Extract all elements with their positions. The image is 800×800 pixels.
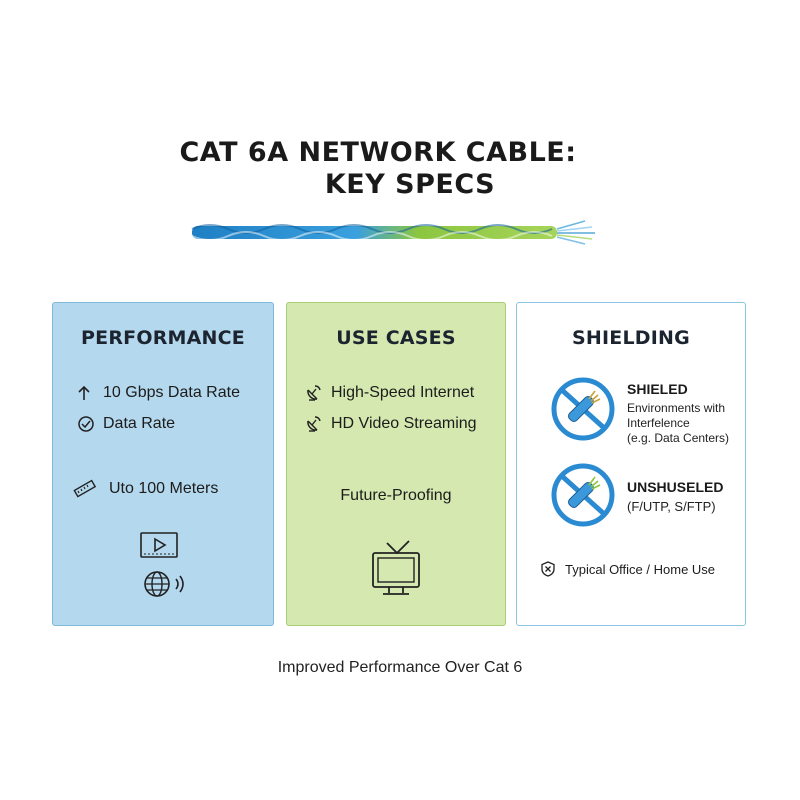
shielding-title: SHIELDING	[572, 327, 690, 349]
use-case-item-label: HD Video Streaming	[331, 415, 477, 432]
tv-icon	[372, 540, 420, 595]
use-cases-title: USE CASES	[336, 327, 456, 349]
use-cases-panel: USE CASES High-Speed Internet HD Video S…	[286, 302, 506, 626]
performance-panel: PERFORMANCE 10 Gbps Data Rate Data Rate …	[52, 302, 274, 626]
future-proofing-label: Future-Proofing	[340, 487, 452, 504]
performance-item-label: Data Rate	[103, 415, 176, 432]
shielding-panel: SHIELDING SHIELED Environments with Inte…	[516, 302, 746, 626]
shielded-cable-icon	[551, 377, 615, 441]
satellite-dish-icon	[305, 415, 331, 433]
footer-note: Improved Performance Over Cat 6	[277, 659, 523, 676]
performance-item-label: 10 Gbps Data Rate	[103, 384, 240, 401]
typical-use-label: Typical Office / Home Use	[565, 561, 716, 577]
unshielded-cable-icon	[551, 463, 615, 527]
performance-title: PERFORMANCE	[81, 327, 245, 349]
performance-item-data-rate: 10 Gbps Data Rate	[77, 384, 240, 402]
unshielded-desc: (F/UTP, S/FTP)	[627, 499, 716, 514]
unshielded-label: UNSHUSELED	[627, 479, 724, 495]
typical-use-row: Typical Office / Home Use	[541, 561, 715, 577]
gauge-icon	[77, 415, 103, 433]
shielded-desc-2: Interfelence	[627, 416, 690, 430]
performance-item-gauge: Data Rate	[77, 415, 175, 433]
ruler-icon	[73, 478, 109, 500]
performance-item-label: Uto 100 Meters	[109, 480, 219, 497]
shielded-desc-1: Environments with	[627, 401, 726, 415]
use-case-item-internet: High-Speed Internet	[305, 384, 474, 402]
shielded-label: SHIELED	[627, 381, 688, 397]
globe-wireless-icon	[144, 571, 184, 597]
page-title-line-2: KEY SPECS	[324, 169, 496, 200]
shielded-desc-3: (e.g. Data Centers)	[627, 431, 730, 445]
cable-illustration	[191, 220, 595, 245]
page-title-line-1: CAT 6A NETWORK CABLE:	[179, 137, 577, 168]
satellite-dish-icon	[305, 384, 331, 402]
arrow-up-icon	[77, 385, 103, 401]
performance-item-distance: Uto 100 Meters	[73, 478, 218, 500]
use-case-item-label: High-Speed Internet	[331, 384, 475, 401]
use-case-item-streaming: HD Video Streaming	[305, 415, 477, 433]
shield-x-icon	[541, 561, 565, 577]
video-play-icon	[140, 532, 178, 558]
